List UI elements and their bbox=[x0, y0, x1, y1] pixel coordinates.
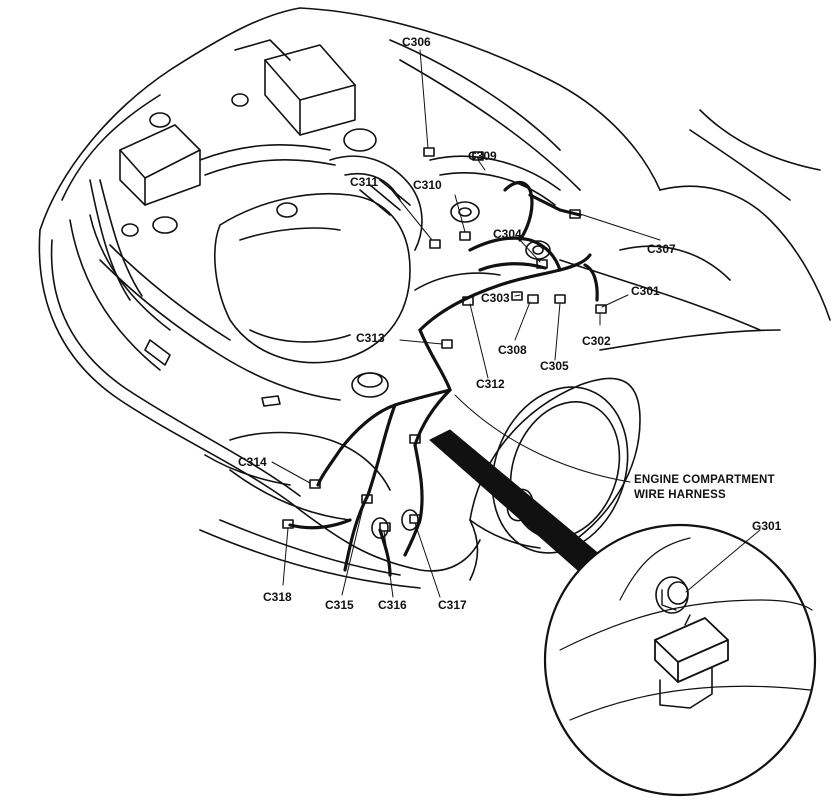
label-c301: C301 bbox=[631, 284, 660, 298]
label-c316: C316 bbox=[378, 598, 407, 612]
connector-c305 bbox=[554, 294, 566, 304]
label-c313: C313 bbox=[356, 331, 385, 345]
label-c309: C309 bbox=[468, 149, 497, 163]
connector-c304 bbox=[536, 259, 548, 269]
connector-c311 bbox=[429, 239, 441, 249]
label-c306: C306 bbox=[402, 35, 431, 49]
label-c318: C318 bbox=[263, 590, 292, 604]
car-body bbox=[38, 7, 831, 589]
connector-c314 bbox=[309, 479, 321, 489]
connector-c316 bbox=[379, 522, 391, 532]
leader-lines bbox=[271, 49, 661, 598]
connector-c313 bbox=[441, 339, 453, 349]
label-c315: C315 bbox=[325, 598, 354, 612]
label-c317: C317 bbox=[438, 598, 467, 612]
label-c312: C312 bbox=[476, 377, 505, 391]
front-wheel bbox=[469, 377, 641, 554]
connector-c315 bbox=[361, 494, 373, 504]
engine-components bbox=[89, 39, 561, 407]
label-c304: C304 bbox=[493, 227, 522, 241]
callout-harness-line2: WIRE HARNESS bbox=[634, 489, 726, 501]
label-g301: G301 bbox=[752, 519, 782, 533]
label-c314: C314 bbox=[238, 455, 267, 469]
magnifier-beam bbox=[429, 429, 601, 573]
connector-c306 bbox=[423, 147, 435, 157]
label-c302: C302 bbox=[582, 334, 611, 348]
callout-harness-line1: ENGINE COMPARTMENT bbox=[634, 474, 775, 486]
label-c311: C311 bbox=[350, 175, 379, 189]
connector-c308 bbox=[527, 294, 539, 304]
connector-c303 bbox=[511, 291, 523, 301]
label-c307: C307 bbox=[647, 242, 676, 256]
label-c308: C308 bbox=[498, 343, 527, 357]
label-c305: C305 bbox=[540, 359, 569, 373]
label-c303: C303 bbox=[481, 291, 510, 305]
inset-detail bbox=[543, 523, 817, 797]
connector-c312 bbox=[462, 296, 474, 306]
connector-c310 bbox=[459, 231, 471, 241]
connector-c302 bbox=[595, 304, 607, 314]
connectors bbox=[282, 147, 607, 539]
inset-circle bbox=[543, 523, 817, 797]
label-c310: C310 bbox=[413, 178, 442, 192]
